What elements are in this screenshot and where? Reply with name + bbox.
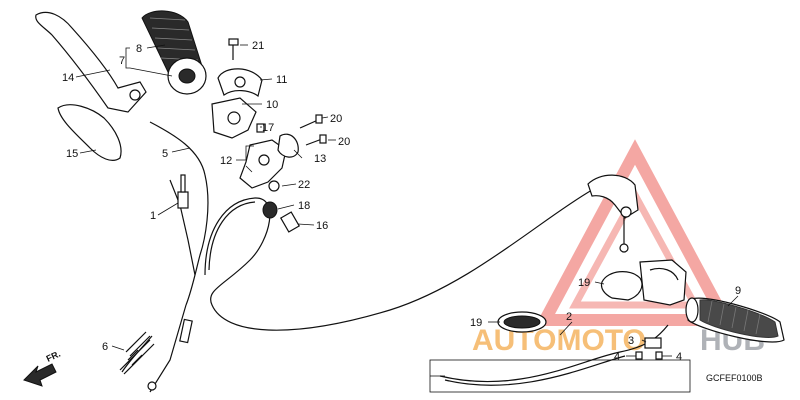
callout-11: 11 [276, 74, 287, 86]
callout-14: 14 [62, 72, 74, 84]
callout-16: 16 [316, 220, 328, 232]
callout-numbers: 8 7 21 14 11 10 20 17 20 15 5 12 13 22 1… [62, 40, 741, 363]
callout-20-upper: 20 [330, 113, 342, 125]
callout-5: 5 [162, 148, 168, 160]
right-grip [685, 297, 785, 343]
screw-4-right [655, 351, 663, 360]
spring-6 [119, 331, 155, 375]
callout-6: 6 [102, 341, 108, 353]
clip-13 [277, 133, 299, 158]
callout-21: 21 [252, 40, 264, 52]
callout-1: 1 [150, 210, 156, 222]
callout-3: 3 [628, 335, 634, 347]
nut-22 [268, 180, 280, 192]
screw-20-upper [299, 114, 323, 129]
callout-15: 15 [66, 148, 78, 160]
front-direction-label: FR. [45, 349, 62, 364]
left-grip [141, 10, 207, 95]
callout-7: 7 [119, 55, 125, 67]
cable-end-upper [177, 174, 189, 209]
throttle-housing [639, 259, 687, 306]
bolt-17 [256, 123, 265, 133]
switch-body-3 [644, 337, 662, 349]
throttle-housing-elbow [587, 174, 639, 253]
lever-holder-upper [217, 68, 263, 98]
callout-4-left: 4 [614, 351, 620, 363]
adjuster-16 [279, 211, 301, 233]
callout-19-upper: 19 [578, 277, 590, 289]
clutch-lever [35, 11, 147, 113]
watermark-text-automoto: AUTOMOTO [472, 324, 646, 357]
callout-17: 17 [262, 122, 274, 134]
lever-holder [211, 97, 257, 139]
throttle-cable [204, 189, 593, 331]
callout-4-right: 4 [676, 351, 682, 363]
callout-20-lower: 20 [338, 136, 350, 148]
bolt-21 [228, 38, 239, 60]
leader-lines [75, 44, 739, 357]
cable-adjuster-lower [147, 318, 193, 391]
lever-cover [57, 104, 122, 161]
front-direction-arrow: FR. [23, 349, 62, 387]
callout-13: 13 [314, 153, 326, 165]
callout-19-lower: 19 [470, 317, 482, 329]
callout-8: 8 [136, 43, 142, 55]
clamp-19-upper [600, 271, 643, 301]
callout-2: 2 [566, 311, 572, 323]
callout-9: 9 [735, 285, 741, 297]
screw-20-lower [305, 134, 327, 146]
lever-bracket [239, 139, 287, 189]
diagram-code: GCFEF0100B [706, 373, 763, 383]
clutch-cable [149, 121, 209, 393]
screw-4-left [635, 351, 643, 360]
callout-10: 10 [266, 99, 278, 111]
boot-18 [262, 201, 278, 219]
clamp-19-lower [497, 311, 547, 333]
callout-18: 18 [298, 200, 310, 212]
callout-22: 22 [298, 179, 310, 191]
callout-12: 12 [220, 155, 232, 167]
